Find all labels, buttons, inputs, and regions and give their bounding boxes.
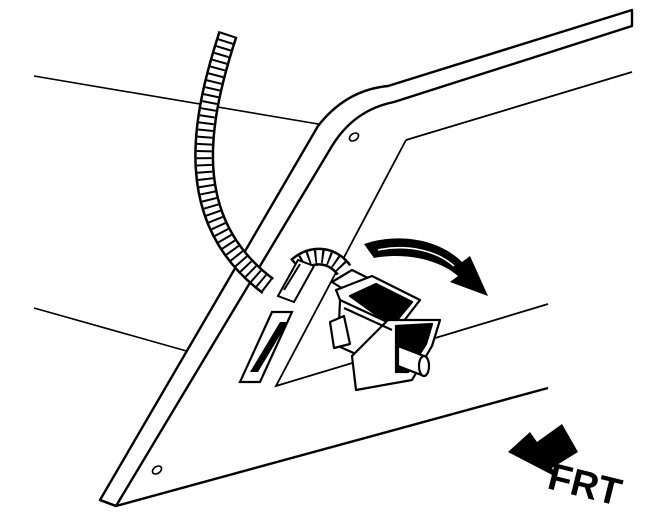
- switch-connector: [328, 268, 442, 392]
- mounting-hole-lower: [151, 465, 163, 475]
- front-direction-label: FRT: [544, 456, 626, 515]
- mounting-hole-upper: [348, 132, 360, 142]
- panel-lower-edge: [99, 386, 549, 508]
- panel-slot: [238, 310, 294, 384]
- front-direction-arrow-icon: [508, 424, 578, 478]
- front-direction-indicator: FRT: [508, 424, 626, 515]
- harness-clip: [276, 258, 316, 304]
- background-reference-lines: [33, 75, 331, 353]
- panel-opening: [274, 71, 633, 388]
- mounting-holes: [151, 132, 360, 475]
- trim-panel: [98, 8, 634, 508]
- rotation-arrow-icon: [364, 238, 488, 296]
